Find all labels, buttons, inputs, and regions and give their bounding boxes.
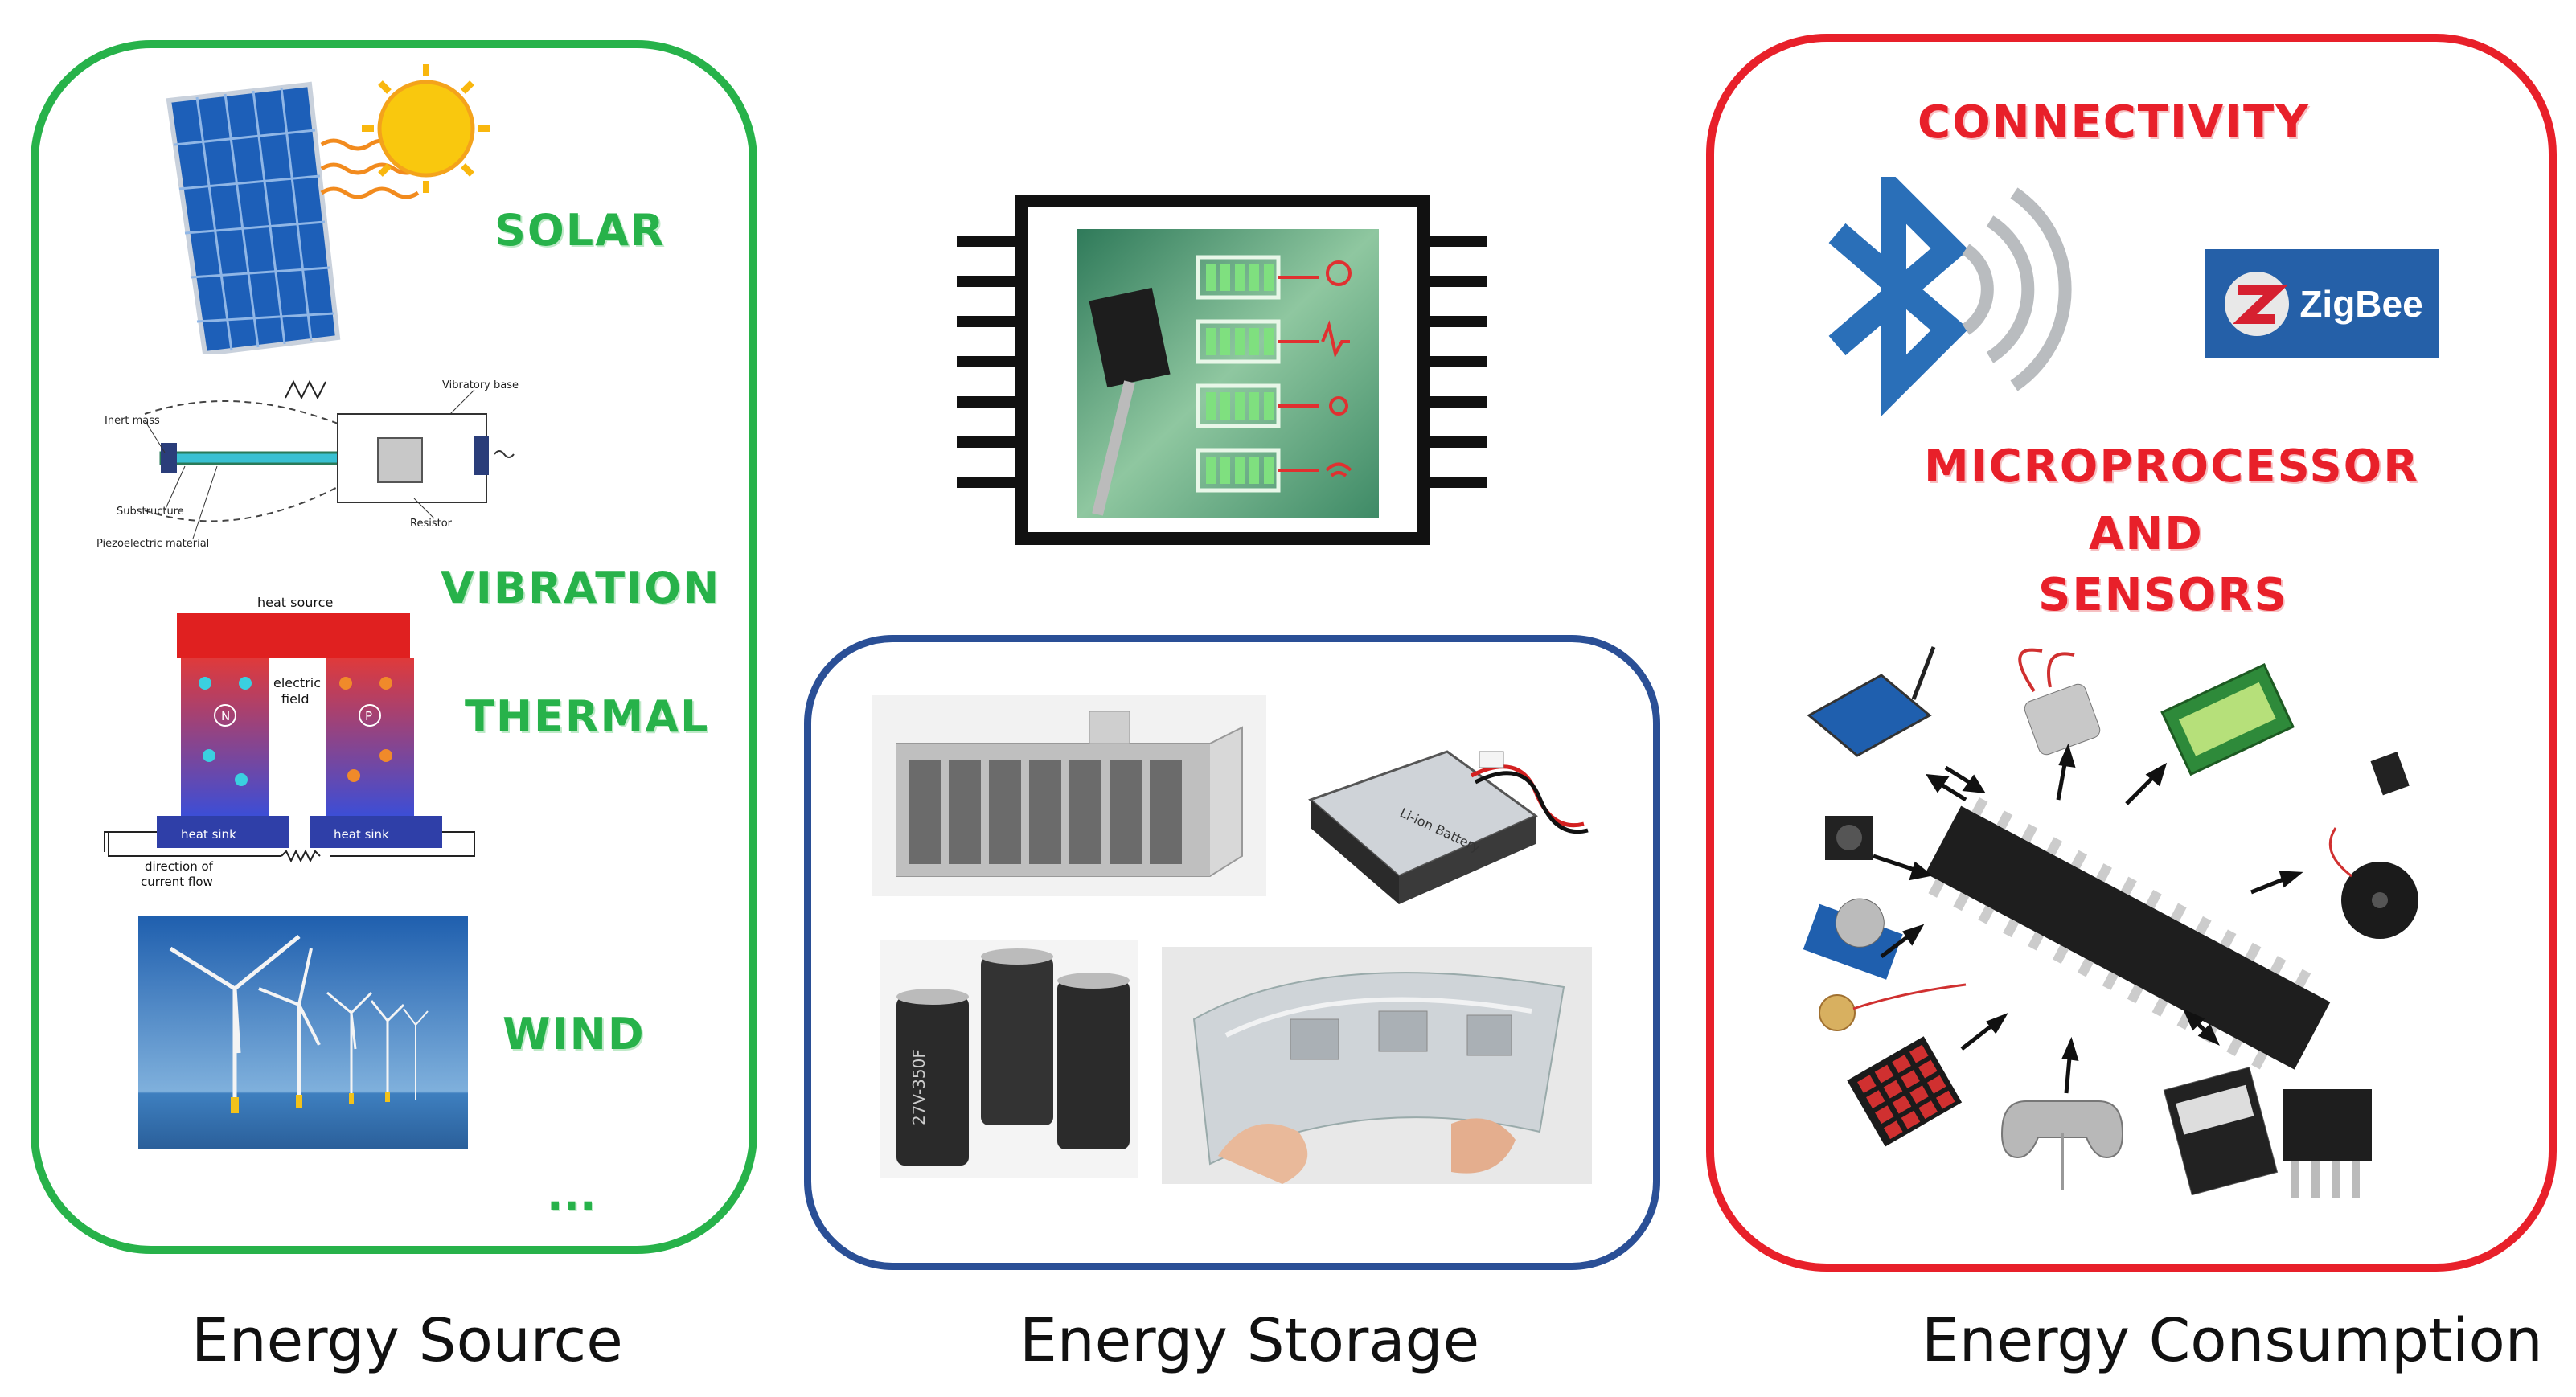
lithium-battery-photo: Li-ion Battery (1308, 750, 1589, 904)
lcd-display (2160, 663, 2295, 776)
svg-text:heat sink: heat sink (181, 827, 236, 842)
sun-icon (362, 64, 490, 193)
label-solar: SOLAR (494, 205, 666, 256)
wireless-module (1807, 646, 1936, 757)
thermoelectric-diagram: N P heat source electric field heat sink… (104, 595, 475, 889)
svg-text:Substructure: Substructure (117, 506, 184, 518)
sd-card (2163, 1067, 2279, 1196)
svg-text:Resistor: Resistor (410, 518, 453, 530)
label-vibration: VIBRATION (441, 563, 721, 613)
microcontroller-peripherals-illustration (1803, 646, 2418, 1198)
label-wind: WIND (502, 1009, 646, 1059)
label-thermal: THERMAL (465, 691, 710, 742)
microcontroller-chip (1925, 797, 2331, 1070)
capacitor-label: 27V-350F (909, 1049, 929, 1125)
microchip-icon (957, 195, 1487, 545)
eeprom-chip (2283, 1089, 2372, 1198)
svg-text:field: field (281, 691, 310, 707)
zigbee-z-icon (2225, 271, 2290, 336)
label-connectivity: CONNECTIVITY (1918, 96, 2310, 149)
label-more-sources: ... (547, 1170, 597, 1220)
svg-text:heat sink: heat sink (334, 827, 389, 842)
svg-text:Inert mass: Inert mass (105, 415, 160, 427)
caption-energy-storage: Energy Storage (1019, 1306, 1480, 1375)
label-and: AND (2089, 508, 2204, 560)
bluetooth-icon (1828, 177, 2072, 417)
label-sensors: SENSORS (2038, 569, 2288, 621)
dc-motor (2018, 648, 2101, 756)
solar-panel-illustration (166, 64, 490, 354)
svg-text:N: N (221, 709, 230, 723)
zigbee-logo: ZigBee (2205, 249, 2439, 358)
seven-segment-display (2370, 752, 2410, 796)
svg-text:electric: electric (273, 675, 321, 690)
buzzer (2328, 827, 2418, 939)
flexible-printed-battery-photo (1162, 947, 1592, 1184)
supercapacitors-photo: 27V-350F (880, 940, 1138, 1178)
zigbee-label: ZigBee (2299, 282, 2423, 325)
push-button (1825, 816, 1873, 860)
label-microprocessor: MICROPROCESSOR (1924, 440, 2420, 493)
gamepad (2000, 1100, 2124, 1190)
wind-turbines-photo (138, 916, 468, 1149)
svg-text:direction of: direction of (145, 859, 214, 874)
svg-text:Piezoelectric material: Piezoelectric material (96, 538, 209, 550)
piezo-disc (1819, 983, 1967, 1031)
caption-energy-source: Energy Source (191, 1306, 623, 1375)
svg-text:heat source: heat source (257, 595, 333, 610)
battery-container-photo (872, 695, 1266, 896)
svg-text:current flow: current flow (141, 875, 213, 889)
svg-text:P: P (365, 709, 372, 723)
vibration-harvester-diagram: Inert mass Vibratory base Substructure P… (96, 379, 519, 550)
caption-energy-consumption: Energy Consumption (1922, 1306, 2543, 1375)
svg-text:Vibratory base: Vibratory base (442, 379, 519, 391)
keypad (1847, 1036, 1963, 1147)
gas-sensor (1803, 898, 1903, 980)
